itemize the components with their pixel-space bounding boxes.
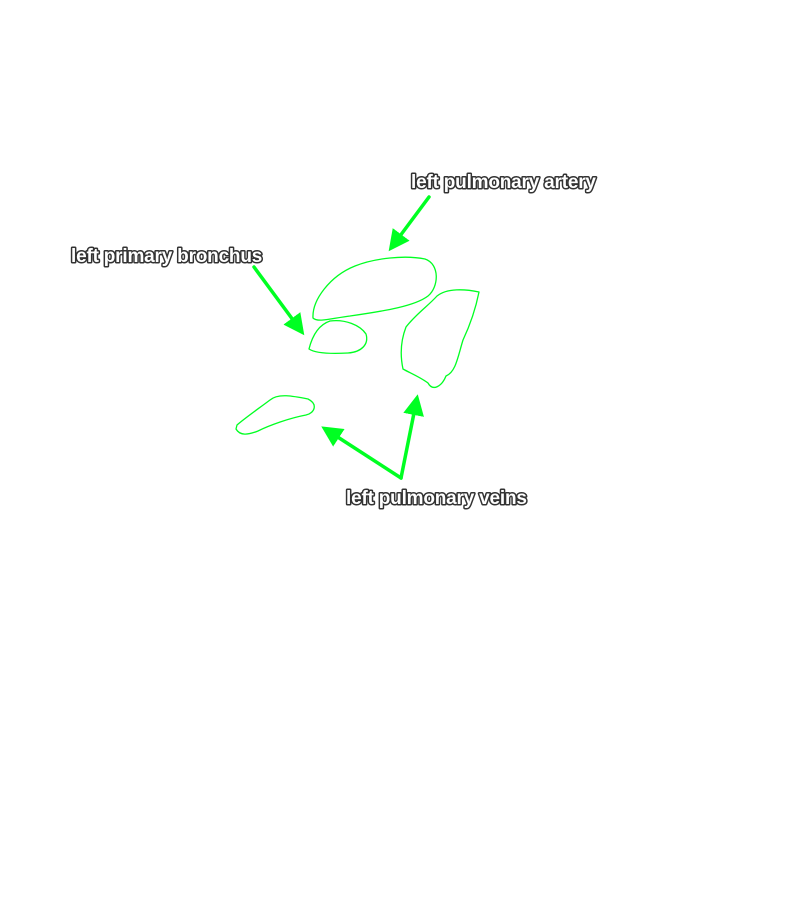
artery-arrow <box>388 195 431 252</box>
veins-arrow-up <box>399 394 424 480</box>
pulmonary-artery-outline <box>312 256 437 321</box>
upper-vein-outline <box>400 289 480 389</box>
bronchus-arrow <box>252 265 305 336</box>
label-left-pulmonary-artery: left pulmonary artery <box>411 172 596 193</box>
label-left-pulmonary-veins: left pulmonary veins <box>346 488 527 509</box>
label-left-primary-bronchus: left primary bronchus <box>71 246 262 267</box>
bronchus-outline <box>308 319 368 355</box>
veins-arrow-left <box>321 426 403 480</box>
lower-vein-outline <box>235 395 315 435</box>
